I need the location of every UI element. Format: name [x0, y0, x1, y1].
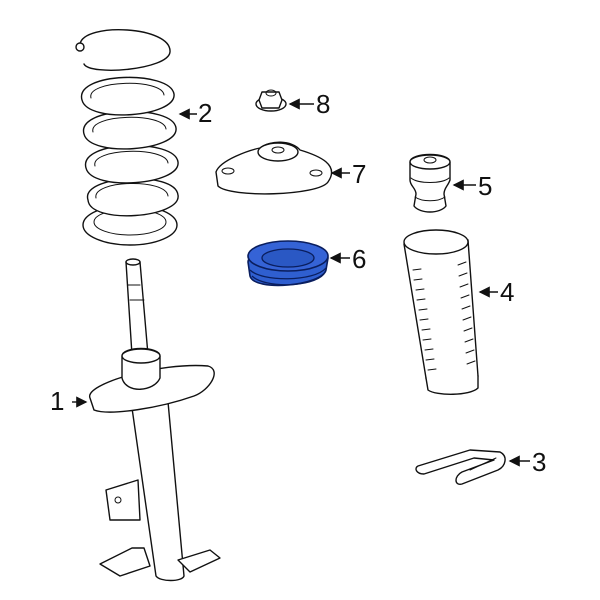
callout-8: 8 — [316, 89, 331, 119]
callout-4: 4 — [500, 277, 515, 307]
callout-7: 7 — [352, 159, 367, 189]
flange-nut[interactable] — [255, 89, 314, 112]
spring-seat-insulator-highlighted[interactable] — [247, 240, 350, 287]
strut-assembly[interactable] — [72, 258, 221, 582]
coil-spring[interactable] — [75, 29, 197, 246]
callout-3: 3 — [532, 447, 547, 477]
callout-2: 2 — [198, 98, 213, 128]
bump-stop[interactable] — [409, 153, 476, 213]
upper-mount[interactable] — [215, 141, 350, 195]
clip[interactable] — [415, 449, 530, 485]
callout-6: 6 — [352, 244, 367, 274]
dust-boot-ribs — [412, 261, 476, 371]
callout-1: 1 — [50, 386, 65, 416]
callout-5: 5 — [478, 171, 493, 201]
dust-boot[interactable] — [403, 229, 498, 395]
